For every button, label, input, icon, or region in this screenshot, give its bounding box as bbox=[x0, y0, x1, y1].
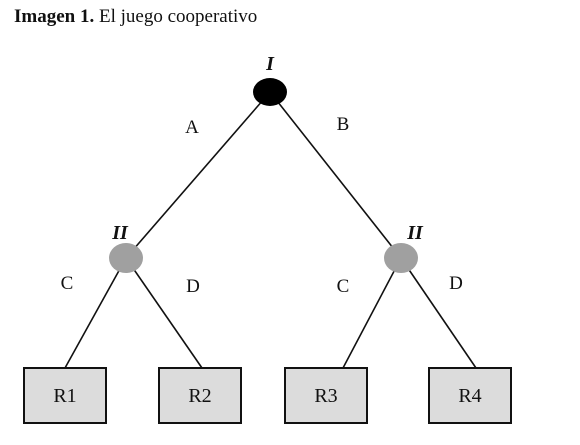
left-player-label: II bbox=[111, 222, 129, 244]
branch-label-b: B bbox=[337, 114, 350, 135]
edge-right-c bbox=[342, 257, 402, 369]
right-player-label: II bbox=[406, 222, 424, 244]
branch-label-right-c: C bbox=[337, 276, 350, 297]
figure-caption: Imagen 1. El juego cooperativo bbox=[14, 6, 257, 28]
caption-title: El juego cooperativo bbox=[94, 6, 258, 27]
leaf-label-r2: R2 bbox=[188, 385, 211, 407]
edge-left-c bbox=[64, 257, 127, 369]
edge-root-right bbox=[269, 91, 402, 259]
caption-lead: Imagen 1. bbox=[14, 6, 95, 27]
edge-left-d bbox=[125, 257, 203, 369]
branch-label-left-d: D bbox=[186, 276, 200, 297]
root-player-label: I bbox=[265, 53, 275, 75]
edge-root-left bbox=[125, 91, 271, 259]
branch-label-right-d: D bbox=[449, 273, 463, 294]
leaf-label-r3: R3 bbox=[314, 385, 337, 407]
leaf-box-r2 bbox=[158, 367, 242, 424]
leaf-label-r4: R4 bbox=[458, 385, 481, 407]
root-node bbox=[253, 78, 287, 106]
branch-label-a: A bbox=[185, 117, 199, 138]
edge-right-d bbox=[400, 257, 477, 369]
branch-label-left-c: C bbox=[61, 273, 74, 294]
leaf-box-r3 bbox=[284, 367, 368, 424]
leaf-label-r1: R1 bbox=[53, 385, 76, 407]
right-decision-node bbox=[384, 243, 418, 273]
left-decision-node bbox=[109, 243, 143, 273]
leaf-box-r1 bbox=[23, 367, 107, 424]
leaf-box-r4 bbox=[428, 367, 512, 424]
